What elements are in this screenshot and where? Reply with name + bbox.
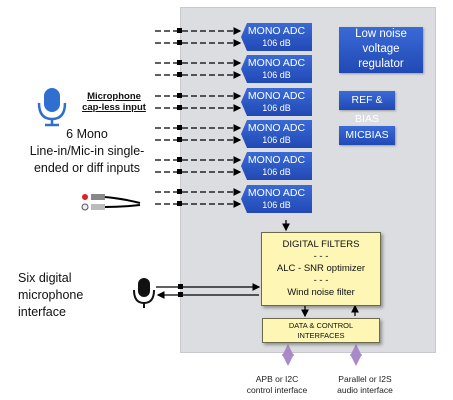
mono-label-line-2: Line-in/Mic-in single- — [29, 144, 145, 158]
capless-line-1: Microphone — [87, 91, 141, 102]
rca-jack-icon — [81, 194, 141, 211]
iface-line-1: DATA & CONTROL — [288, 321, 354, 330]
adc-snr: 106 dB — [262, 200, 291, 210]
adc-title: MONO ADC — [247, 187, 306, 199]
adc-title: MONO ADC — [247, 25, 306, 37]
parallel-line-1: Parallel or I2S — [338, 374, 392, 384]
adc-snr: 106 dB — [262, 70, 291, 80]
adc-input-4 — [155, 124, 242, 144]
mono-adc-4: MONO ADC 106 dB — [241, 120, 312, 148]
apb-line-1: APB or I2C — [255, 374, 299, 384]
adc-input-2 — [155, 59, 242, 79]
filters-alc: ALC - SNR optimizer — [276, 263, 366, 274]
regulator-line-3: regulator — [358, 58, 404, 70]
adc-title: MONO ADC — [247, 90, 306, 102]
digmic-line-2: microphone — [18, 288, 84, 302]
ref-bias-block: REF & BIAS — [339, 91, 395, 125]
adc-snr: 106 dB — [262, 103, 291, 113]
adc-input-1 — [155, 27, 242, 47]
filters-separator: - - - — [313, 275, 329, 286]
mono-label-line-1: 6 Mono — [66, 127, 108, 141]
voltage-regulator-block: Low noise voltage regulator — [339, 27, 423, 73]
regulator-line-1: Low noise — [355, 28, 407, 40]
digital-microphone-icon — [133, 278, 155, 308]
filters-separator: - - - — [313, 251, 329, 262]
microphone-icon — [37, 88, 67, 127]
mono-adc-3: MONO ADC 106 dB — [241, 88, 312, 116]
apb-line-2: control interface — [246, 385, 308, 395]
digmic-line-1: Six digital — [18, 271, 72, 285]
digital-filters-block: DIGITAL FILTERS - - - ALC - SNR optimize… — [261, 232, 381, 306]
filters-title: DIGITAL FILTERS — [282, 239, 360, 250]
adc-title: MONO ADC — [247, 122, 306, 134]
mono-label-line-3: ended or diff inputs — [33, 161, 141, 175]
capless-line-2: cap-less input — [82, 102, 146, 113]
adc-snr: 106 dB — [262, 135, 291, 145]
digmic-line-3: interface — [18, 305, 66, 319]
mono-inputs-label: 6 Mono Line-in/Mic-in single- ended or d… — [3, 126, 171, 177]
adc-title: MONO ADC — [247, 154, 306, 166]
mono-adc-6: MONO ADC 106 dB — [241, 185, 312, 213]
adc-input-3 — [155, 92, 242, 112]
adc-title: MONO ADC — [247, 57, 306, 69]
mono-adc-5: MONO ADC 106 dB — [241, 152, 312, 180]
regulator-line-2: voltage — [362, 43, 400, 55]
mono-adc-2: MONO ADC 106 dB — [241, 55, 312, 83]
adc-snr: 106 dB — [262, 167, 291, 177]
mono-adc-1: MONO ADC 106 dB — [241, 23, 312, 51]
apb-i2c-label: APB or I2C control interface — [232, 374, 322, 396]
digital-mic-label: Six digital microphone interface — [18, 270, 128, 321]
parallel-i2s-label: Parallel or I2S audio interface — [320, 374, 410, 396]
capless-input-label: Microphone cap-less input — [77, 91, 151, 113]
parallel-line-2: audio interface — [337, 385, 393, 395]
data-control-interfaces-block: DATA & CONTROL INTERFACES — [262, 318, 380, 343]
adc-input-5 — [155, 156, 242, 176]
adc-input-6 — [155, 188, 242, 208]
iface-line-2: INTERFACES — [297, 331, 345, 340]
micbias-block: MICBIAS — [339, 126, 395, 145]
filters-wind: Wind noise filter — [287, 287, 355, 298]
digital-mic-bus — [156, 283, 261, 299]
adc-snr: 106 dB — [262, 38, 291, 48]
